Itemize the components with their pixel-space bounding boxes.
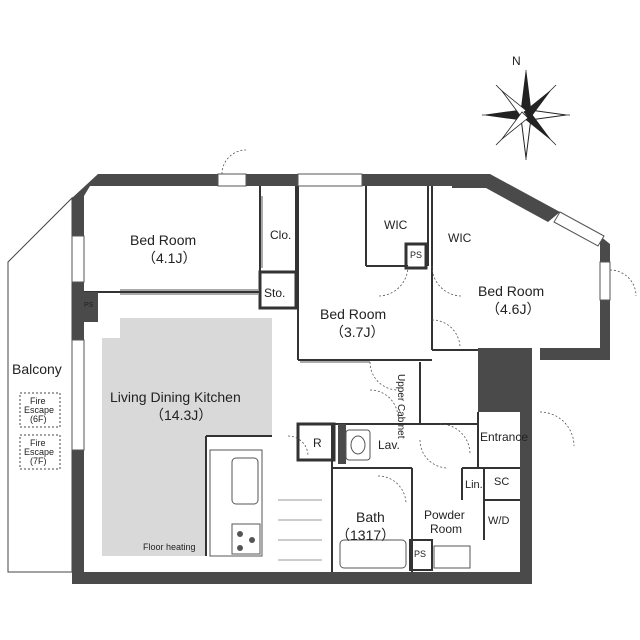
washer-dryer-label: W/D (488, 515, 510, 527)
fire-escape-7f-hatch (19, 434, 61, 470)
fire-escape-6f-line-1: Fire (30, 396, 46, 406)
stove-burner-icon (237, 531, 255, 551)
floor-heating-label: Floor heating (143, 542, 196, 552)
lavatory-sink (345, 429, 371, 461)
bath-name: Bath (356, 509, 385, 525)
shoe-cabinet-label: SC (494, 476, 510, 488)
linen-label: Lin. (465, 479, 483, 491)
fire-escape-6f-line-3: (6F) (30, 414, 47, 424)
door-swings (221, 149, 637, 505)
fire-escape-6f-line-2: Escape (24, 405, 55, 415)
upper-cabinet-label: Upper Cabinet (395, 374, 406, 439)
ps-label-2: PS (410, 250, 423, 260)
bedroom-1-size: （4.1J） (142, 250, 197, 266)
structural-columns (84, 242, 433, 571)
balcony-outline (7, 196, 73, 573)
storage-shelves (278, 499, 322, 561)
ps-label-3: PS (414, 549, 427, 559)
exterior-walls (72, 174, 610, 584)
sliding-doors (120, 196, 370, 363)
entrance-label: Entrance (480, 430, 529, 444)
bathtub (339, 539, 407, 569)
storage-label: Sto. (264, 286, 286, 300)
powder-room-name-2: Room (430, 522, 463, 536)
sink-bowl-icon (350, 435, 366, 455)
bedroom-1-name: Bed Room (130, 232, 197, 248)
bath-size: （1317） (336, 527, 396, 543)
bedroom-3-name: Bed Room (478, 283, 545, 299)
fire-escape-7f-line-3: (7F) (30, 456, 47, 466)
closet-label: Clo. (270, 228, 292, 242)
ldk-size: （14.3J） (150, 407, 213, 423)
bedroom-3-size: （4.6J） (486, 301, 541, 317)
fire-escape-7f-line-2: Escape (24, 447, 55, 457)
ps-label-1: PS (84, 302, 94, 309)
balcony-label: Balcony (12, 361, 62, 377)
ldk-floor-heating-area (102, 318, 272, 556)
refrigerator-label: R (313, 436, 322, 450)
washer-dryer-pan (433, 545, 471, 569)
windows (71, 173, 611, 451)
fire-escape-6f-hatch (19, 392, 61, 428)
lavatory-label: Lav. (378, 438, 400, 452)
wic-1-label: WIC (384, 218, 408, 232)
ldk-name: Living Dining Kitchen (110, 389, 241, 405)
compass-north-label: N (512, 54, 521, 68)
powder-room-name-1: Powder (424, 508, 465, 522)
bedroom-2-name: Bed Room (320, 306, 387, 322)
fire-escape-7f-line-1: Fire (30, 438, 46, 448)
wic-2-label: WIC (448, 231, 472, 245)
bedroom-2-size: （3.7J） (330, 324, 385, 340)
compass-rose-icon (482, 70, 570, 160)
